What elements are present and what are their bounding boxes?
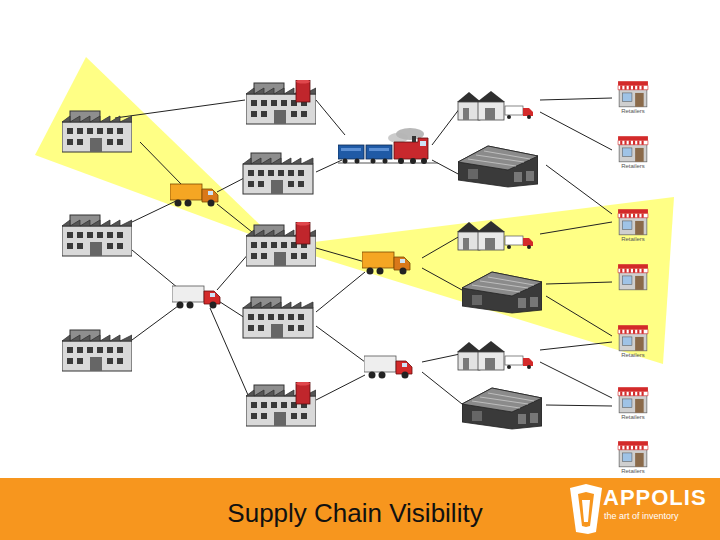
spotlight-beam [282, 197, 674, 364]
logo-shape [582, 500, 590, 522]
warehouse-icon [462, 272, 542, 313]
train-icon [338, 128, 438, 164]
retailer-label: Retailers [612, 236, 654, 243]
shop-symbol [618, 387, 648, 413]
warehouse-icon [457, 221, 533, 250]
truck-icon [170, 184, 218, 207]
logo-shape [570, 484, 602, 534]
shop-icon [617, 386, 649, 414]
retailer-node: Retailers [612, 440, 654, 475]
shop-icon [617, 440, 649, 468]
factory-icon [62, 111, 132, 152]
factory-icon [243, 153, 313, 194]
retailer-label: Retailers [612, 352, 654, 359]
shop-icon [617, 80, 649, 108]
shop-icon [617, 135, 649, 163]
factory-icon [246, 80, 316, 125]
footer-band: Supply Chain Visibility APPOLISthe art of… [0, 478, 720, 540]
warehouse-icon [462, 388, 542, 429]
logo-mark [566, 482, 606, 538]
shop-icon [618, 264, 648, 290]
truck-icon [172, 286, 220, 309]
retailer-node: Retailers [612, 135, 654, 170]
retailer-node: Retailers [612, 324, 654, 359]
warehouse-icon [458, 146, 538, 187]
truck-icon [362, 252, 410, 275]
factory-icon [62, 215, 132, 256]
shop-icon [617, 208, 649, 236]
factories [62, 80, 316, 427]
factory-icon [246, 382, 316, 427]
factory-icon [246, 222, 316, 267]
transport [170, 128, 438, 379]
warehouse-icon [457, 341, 533, 370]
logo-wordmark: APPOLIS [603, 486, 707, 510]
logo-shape [578, 492, 594, 527]
slide-title: Supply Chain Visibility [160, 498, 550, 528]
shop-symbol [618, 136, 648, 162]
truck-icon [364, 356, 412, 379]
retailer-node: Retailers [612, 80, 654, 115]
factory-icon [62, 330, 132, 371]
supply-links [115, 98, 612, 406]
spotlight-beams [35, 57, 674, 364]
warehouses [457, 91, 542, 429]
logo-tagline: the art of inventory [604, 511, 679, 521]
retailer-node: Retailers [612, 208, 654, 243]
shop-symbol [618, 325, 648, 351]
factory-icon [243, 297, 313, 338]
shop-symbol [618, 81, 648, 107]
shop-icon [617, 324, 649, 352]
retailer-label: Retailers [612, 414, 654, 421]
retailer-label: Retailers [612, 108, 654, 115]
retailer-label: Retailers [612, 468, 654, 475]
retailer-label: Retailers [612, 163, 654, 170]
retailer-node: Retailers [612, 386, 654, 421]
shop-symbol [618, 209, 648, 235]
shop-symbol [618, 441, 648, 467]
warehouse-icon [457, 91, 533, 120]
retailer-extra [618, 264, 648, 290]
